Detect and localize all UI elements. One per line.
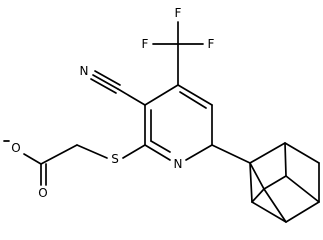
atom-label-f-top-right: F — [208, 37, 215, 51]
bond-ring-c4-c3 — [144, 84, 179, 106]
adamantane-edge-2 — [284, 142, 320, 164]
bond-ring-c4-c5 — [177, 84, 213, 106]
atom-label-ring-nitrogen: N — [174, 157, 183, 171]
adamantane-edge-1 — [249, 142, 286, 164]
adamantane-edge-5 — [251, 201, 287, 223]
bond-ring-adamantyl — [211, 144, 251, 164]
adamantane-edge-10 — [284, 142, 287, 177]
adamantane-edge-9 — [285, 175, 320, 203]
atom-label-cyano-nitrogen: N — [80, 64, 89, 78]
atom-label-f-bottom: F — [175, 6, 182, 20]
bond-lines — [3, 21, 320, 223]
atom-label-carbonyl-oxygen: O — [38, 186, 47, 200]
bond-nitrile-1 — [92, 74, 119, 90]
bond-nitrile-3 — [94, 70, 121, 86]
bond-nitrile-2 — [90, 78, 117, 94]
adamantane-edge-11 — [263, 188, 287, 223]
bond-ch2-carbonyl — [40, 144, 78, 165]
bond-ring-n-c2-inner — [150, 140, 171, 153]
atom-label-f-top-left: F — [142, 37, 149, 51]
atom-labels: F F F N O O S N — [11, 6, 214, 200]
adamantane-edge-7 — [249, 162, 265, 190]
structure-canvas: F F F N O O S N — [3, 6, 320, 223]
bond-carbonyl-ester-o — [23, 153, 42, 165]
bond-ring-n-c2 — [144, 144, 171, 161]
bond-ring-sulfur — [122, 144, 146, 159]
bond-ring-cn-carbon — [117, 88, 146, 106]
adamantane-edge-12 — [251, 188, 265, 203]
atom-label-ester-oxygen: O — [11, 141, 20, 155]
bond-ring-c4-c5-inner — [179, 91, 207, 109]
adamantane-edge-6 — [249, 162, 253, 203]
bond-sulfur-ch2 — [76, 144, 108, 159]
bond-ring-c6-n — [185, 144, 213, 161]
adamantane-edge-8 — [263, 175, 287, 190]
atom-label-sulfur: S — [111, 152, 119, 166]
adamantane-edge-4 — [285, 201, 320, 223]
